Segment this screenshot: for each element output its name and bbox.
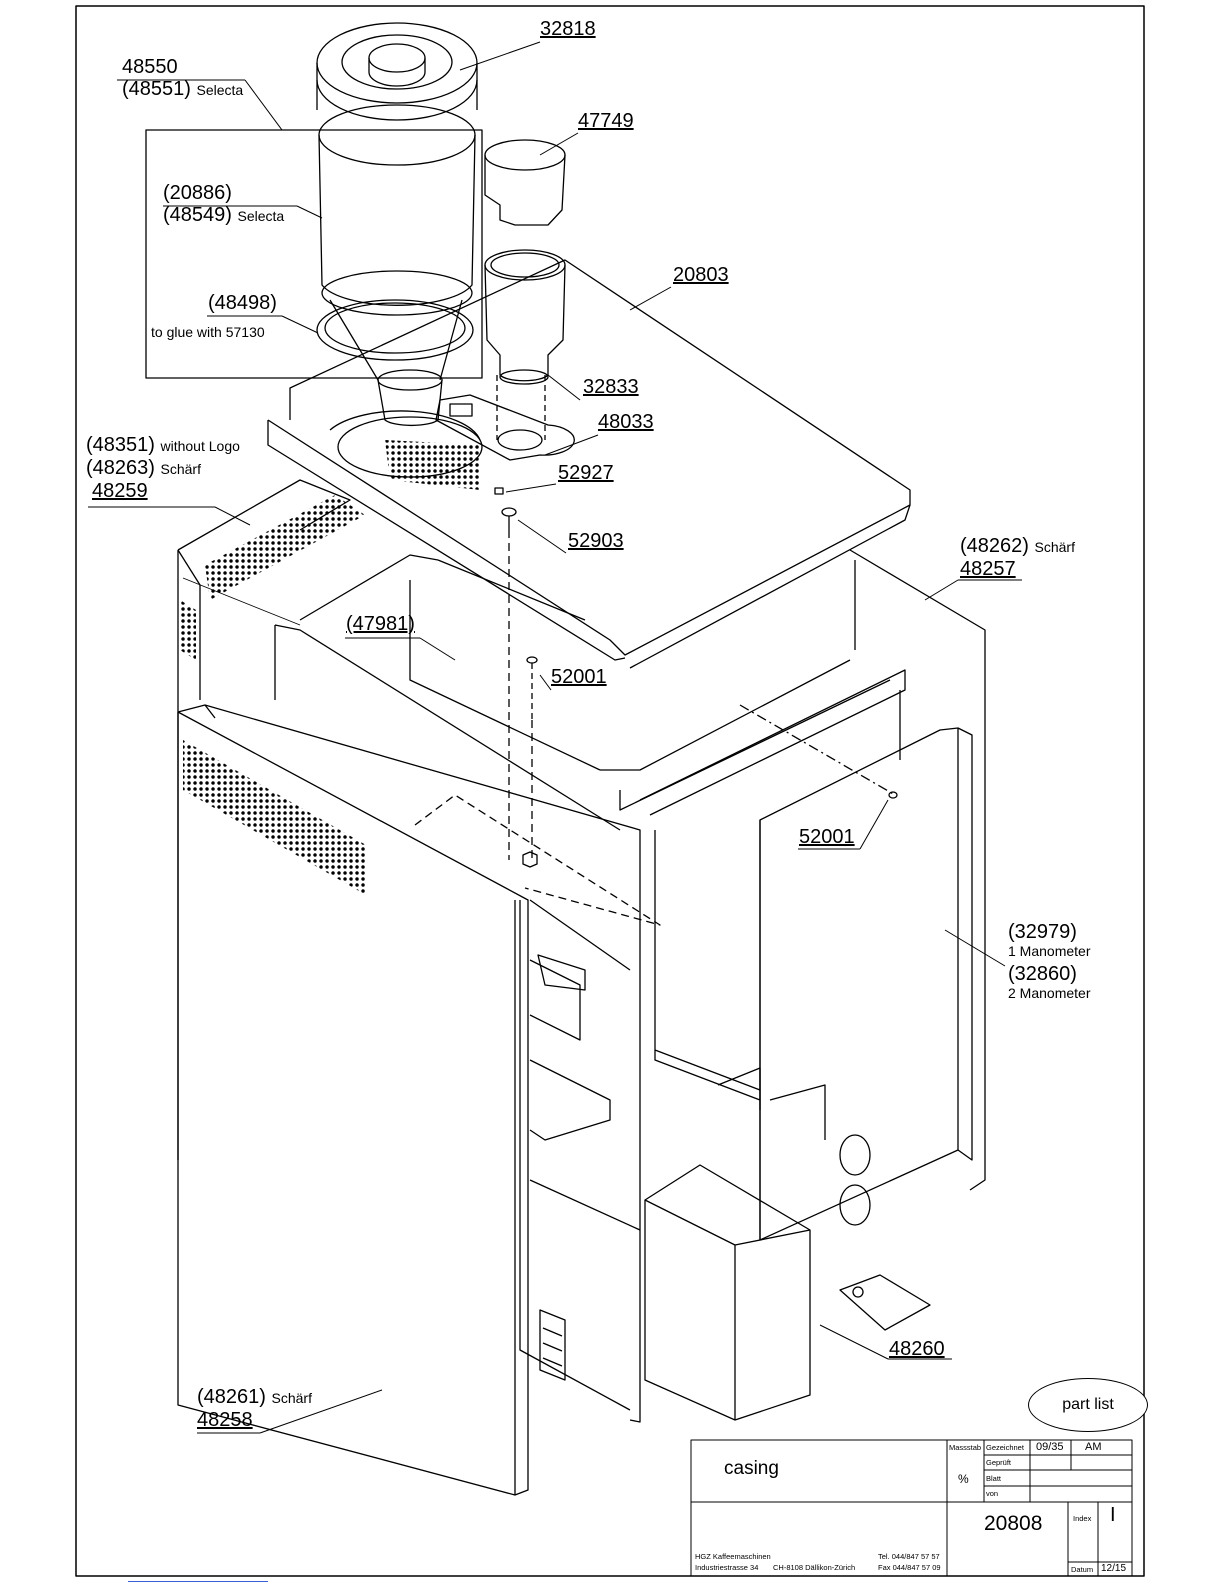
callout-48262: (48262) Schärf 48257 — [960, 535, 1075, 580]
company-tel: Tel. 044/847 57 57 — [878, 1552, 940, 1561]
callout-48351: (48351) without Logo (48263) Schärf 4825… — [86, 434, 240, 502]
callout-52903: 52903 — [568, 530, 624, 552]
drawing-border — [75, 5, 1145, 1577]
gezeichnet-by: AM — [1085, 1441, 1102, 1453]
callout-47981: (47981) — [346, 613, 415, 635]
massstab-value: % — [958, 1472, 969, 1486]
callout-20803: 20803 — [673, 264, 729, 286]
perforation-left — [180, 440, 480, 895]
slide-plate — [435, 394, 575, 461]
callout-47749: 47749 — [578, 110, 634, 132]
index-label: Index — [1073, 1514, 1092, 1523]
front-door — [177, 704, 641, 1496]
dosing-cup-upper — [484, 139, 566, 226]
top-cover — [267, 259, 911, 669]
callout-48261: (48261) Schärf 48258 — [197, 1386, 312, 1431]
assembly-group-box — [145, 129, 483, 379]
callout-52001-right: 52001 — [799, 826, 855, 848]
callout-32818: 32818 — [540, 18, 596, 40]
geprueft-label: Geprüft — [986, 1458, 1012, 1467]
gezeichnet-date: 09/35 — [1036, 1441, 1064, 1453]
gezeichnet-label: Gezeichnet — [986, 1443, 1024, 1452]
company-name: HGZ Kaffeemaschinen — [695, 1552, 771, 1561]
drawing-title: casing — [724, 1458, 779, 1479]
callout-52001-top: 52001 — [551, 666, 607, 688]
drip-tray — [644, 1164, 931, 1421]
leader-lines — [88, 41, 1022, 1434]
callout-20886: (20886) (48549) Selecta — [163, 182, 285, 226]
side-panel-right — [717, 727, 973, 1241]
company-city: CH-8108 Dällikon-Zürich — [773, 1563, 856, 1572]
dosing-cup-lower — [484, 249, 566, 385]
drawing-number: 20808 — [984, 1512, 1043, 1535]
blatt-label: Blatt — [986, 1474, 1002, 1483]
part-list-button[interactable]: part list — [1028, 1378, 1148, 1432]
screw-52001-right — [888, 791, 898, 799]
footer-link-line — [128, 1581, 268, 1582]
callout-32833: 32833 — [583, 376, 639, 398]
datum-value: 12/15 — [1101, 1563, 1127, 1574]
callout-52927: 52927 — [558, 462, 614, 484]
callout-48260: 48260 — [889, 1338, 945, 1360]
hopper-body — [316, 104, 476, 427]
title-block — [690, 1439, 1133, 1577]
hopper-lid — [316, 22, 478, 121]
callout-48498-note: to glue with 57130 — [151, 324, 265, 340]
screws-top — [494, 487, 538, 868]
company-fax: Fax 044/847 57 09 — [878, 1563, 941, 1572]
callout-48550: 48550 (48551) Selecta — [122, 56, 244, 100]
callout-32979: (32979) 1 Manometer (32860) 2 Manometer — [1008, 921, 1091, 1001]
massstab-label: Massstab — [949, 1443, 982, 1452]
callout-48498: (48498) — [208, 292, 277, 314]
index-value: I — [1110, 1504, 1116, 1526]
callout-48033: 48033 — [598, 411, 654, 433]
datum-label: Datum — [1071, 1565, 1094, 1574]
company-street: Industriestrasse 34 — [695, 1563, 759, 1572]
housing-frame — [177, 479, 986, 1411]
von-label: von — [986, 1489, 999, 1498]
